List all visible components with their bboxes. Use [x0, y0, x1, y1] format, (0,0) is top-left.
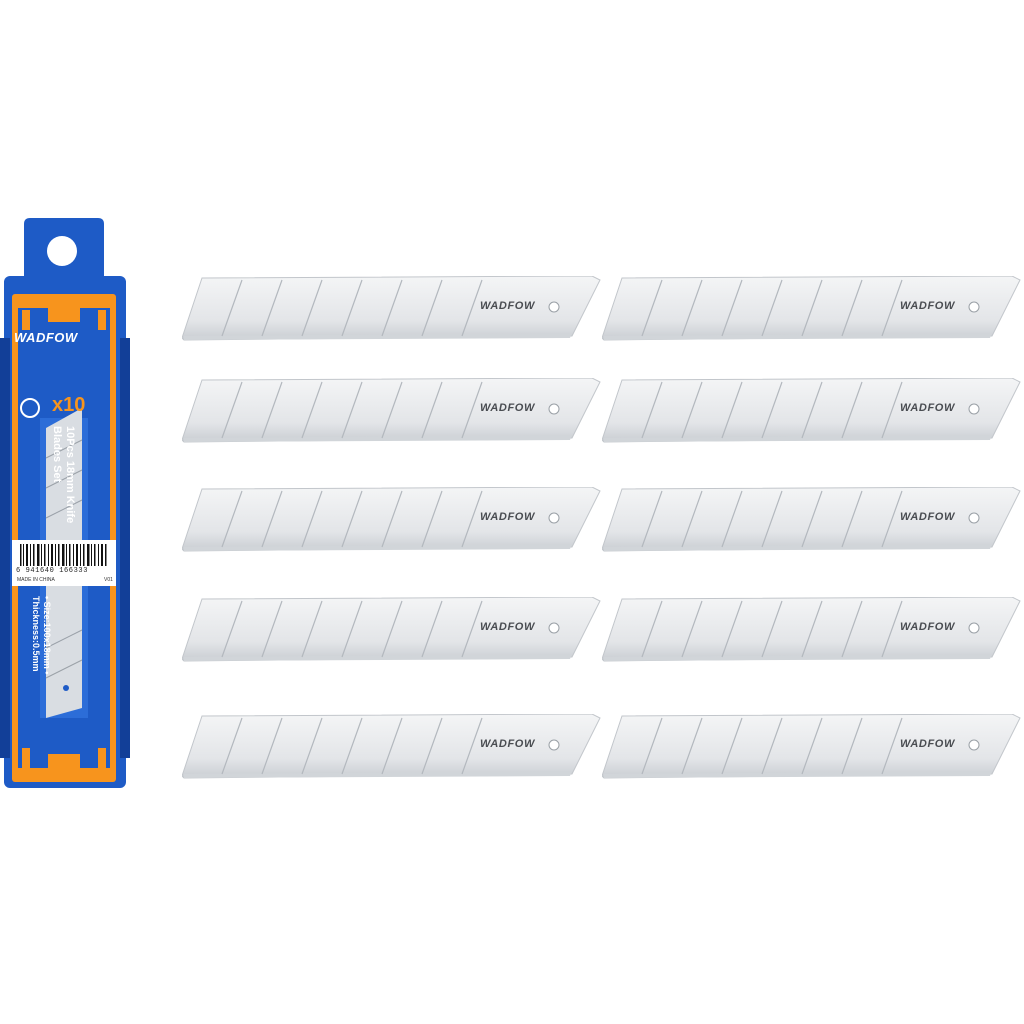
blade-body [182, 714, 601, 779]
knife-blade-7: WADFOW [182, 597, 606, 663]
blade-engraving: WADFOW [480, 402, 535, 414]
package-name-line2: Blades Set [51, 426, 63, 483]
package-brand-logo: WADFOW [14, 330, 78, 345]
knife-blade-10: WADFOW [602, 714, 1024, 780]
blade-engraving: WADFOW [900, 402, 955, 414]
blade-engraving: WADFOW [900, 511, 955, 523]
package-product-name: 10Pcs 18mm Knife Blades Set [50, 426, 76, 546]
blade-body [182, 487, 601, 552]
package-barcode-digits: 6 941640 166333 [16, 567, 89, 575]
package-origin: MADE IN CHINA [17, 577, 55, 583]
blade-body [602, 714, 1021, 779]
blade-body [182, 276, 601, 341]
knife-blade-3: WADFOW [182, 378, 606, 444]
knife-blade-2: WADFOW [602, 276, 1024, 342]
blade-body [602, 487, 1021, 552]
knife-blade-8: WADFOW [602, 597, 1024, 663]
knife-blade-4: WADFOW [602, 378, 1024, 444]
blade-body [602, 378, 1021, 443]
package-body [0, 218, 130, 788]
package-name-line1: 10Pcs 18mm Knife [64, 426, 76, 524]
blade-engraving: WADFOW [900, 621, 955, 633]
knife-blade-9: WADFOW [182, 714, 606, 780]
package-spec-thickness: • Thickness:0.5mm [31, 596, 52, 675]
blade-body [182, 597, 601, 662]
blade-body [602, 597, 1021, 662]
blade-engraving: WADFOW [480, 738, 535, 750]
package-specs: • Size:100x18mm • Thickness:0.5mm [30, 596, 52, 706]
blade-engraving: WADFOW [480, 511, 535, 523]
package-spec-size: • Size:100x18mm [42, 596, 52, 669]
knife-blade-5: WADFOW [182, 487, 606, 553]
blade-engraving: WADFOW [480, 300, 535, 312]
blade-engraving: WADFOW [900, 300, 955, 312]
blade-engraving: WADFOW [480, 621, 535, 633]
blade-package: WADFOW x10 10Pcs 18mm Knife Blades Set 6… [0, 218, 130, 788]
blade-body [182, 378, 601, 443]
knife-blade-1: WADFOW [182, 276, 606, 342]
knife-blade-6: WADFOW [602, 487, 1024, 553]
blade-body [602, 276, 1021, 341]
package-version: V01 [104, 577, 113, 583]
package-count-badge: x10 [52, 394, 86, 416]
blade-engraving: WADFOW [900, 738, 955, 750]
